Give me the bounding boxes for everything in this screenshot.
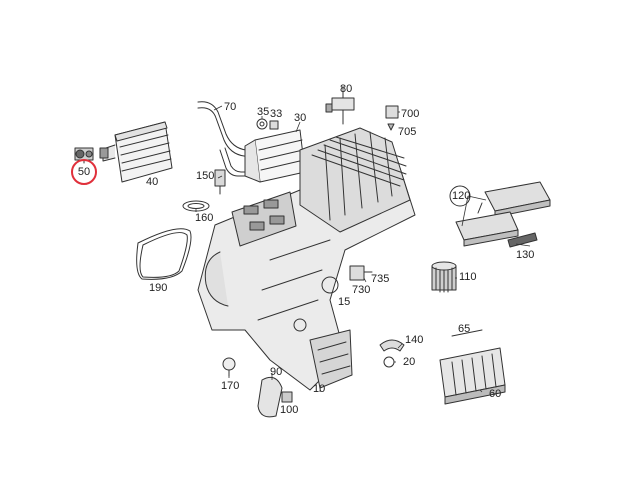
part-expansion-valve [74, 147, 94, 164]
callout-150: 150 [196, 170, 215, 182]
part-small-connector [385, 105, 399, 131]
part-seal-gasket [136, 228, 192, 280]
part-cabin-filters [455, 181, 551, 247]
part-clip [349, 265, 373, 281]
callout-100: 100 [280, 404, 299, 416]
callout-80: 80 [340, 83, 353, 95]
callout-110: 110 [459, 271, 477, 283]
callout-140: 140 [405, 334, 424, 346]
callout-730: 730 [352, 284, 371, 296]
part-hvac-housing [197, 127, 416, 391]
callout-120-circle [449, 185, 471, 207]
part-flap [257, 376, 293, 418]
part-filter-strip [507, 232, 538, 248]
part-actuator [325, 91, 355, 125]
part-refrigerant-lines [197, 101, 261, 177]
callout-90: 90 [270, 366, 283, 378]
part-bracket [379, 339, 405, 368]
callout-190: 190 [149, 282, 168, 294]
part-sensor [214, 169, 226, 195]
callout-700: 700 [401, 108, 420, 120]
callout-705: 705 [398, 126, 417, 138]
callout-33: 33 [270, 108, 283, 120]
callout-70: 70 [224, 101, 237, 113]
callout-130: 130 [516, 249, 535, 261]
callout-50: 50 [71, 159, 97, 185]
leader-lines [195, 86, 531, 393]
part-evaporator [99, 121, 173, 183]
part-heater-core [244, 129, 306, 183]
part-filter-housing [439, 329, 506, 405]
callout-120: 120 [452, 190, 471, 202]
callout-65: 65 [458, 323, 471, 335]
callout-30: 30 [294, 112, 307, 124]
callout-10: 10 [313, 383, 326, 395]
callout-170: 170 [221, 380, 240, 392]
callout-20: 20 [403, 356, 416, 368]
callout-735: 735 [371, 273, 390, 285]
part-fittings [256, 118, 279, 130]
part-cylinder-filter [431, 261, 457, 293]
part-grommet [222, 357, 236, 377]
callout-15: 15 [338, 296, 351, 308]
callout-160: 160 [195, 212, 214, 224]
callout-60: 60 [489, 388, 502, 400]
callout-35: 35 [257, 106, 270, 118]
callout-40: 40 [146, 176, 159, 188]
